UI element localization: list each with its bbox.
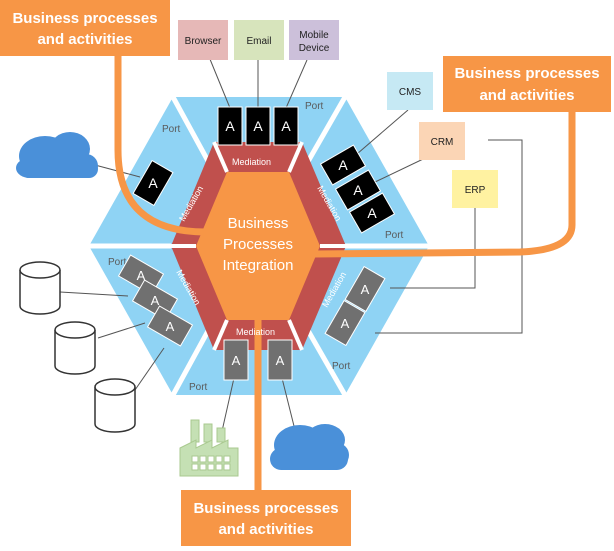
adapter: A	[132, 159, 174, 207]
port-label-top: Port	[305, 101, 324, 112]
adapter: A	[348, 192, 396, 234]
cloud-icon	[16, 132, 98, 178]
svg-text:A: A	[353, 182, 363, 198]
port-label-bottom: Port	[189, 382, 208, 393]
factory-icon	[179, 419, 239, 477]
svg-text:A: A	[276, 353, 285, 368]
mediation-separators	[171, 141, 346, 351]
process-flows	[114, 51, 576, 502]
system-cms: CMS	[387, 72, 433, 110]
svg-text:Device: Device	[299, 43, 330, 54]
svg-text:A: A	[253, 118, 263, 134]
adapter: A	[245, 106, 271, 146]
svg-text:CMS: CMS	[399, 87, 422, 98]
port-label-lower-right: Port	[332, 361, 351, 372]
adapter-group-lower-right: A A	[324, 265, 386, 347]
adapter-group-upper-right: A A A	[319, 144, 396, 234]
adapter: A	[334, 169, 382, 211]
callout-top-left: Business processes and activities	[0, 0, 170, 56]
adapter: A	[267, 339, 293, 381]
svg-text:A: A	[367, 205, 377, 221]
svg-text:Business processes: Business processes	[12, 10, 157, 27]
svg-text:and activities: and activities	[218, 521, 313, 538]
svg-text:and activities: and activities	[37, 31, 132, 48]
database-icon	[19, 261, 61, 315]
svg-text:A: A	[338, 157, 348, 173]
adapter: A	[146, 305, 194, 347]
svg-text:A: A	[148, 175, 158, 191]
adapter: A	[344, 265, 386, 313]
adapter: A	[324, 299, 366, 347]
adapter: A	[223, 339, 249, 381]
cloud-icon	[270, 424, 349, 470]
svg-text:Business processes: Business processes	[454, 65, 599, 82]
svg-text:Browser: Browser	[185, 36, 222, 47]
callout-bottom: Business processes and activities	[181, 490, 351, 546]
svg-text:A: A	[151, 293, 160, 308]
system-crm: CRM	[419, 122, 465, 160]
svg-text:Email: Email	[246, 36, 271, 47]
system-erp: ERP	[452, 170, 498, 208]
core-line-2: Processes	[223, 236, 293, 253]
port-label-upper-left: Port	[162, 124, 181, 135]
adapter-group-bottom: A A	[223, 339, 293, 381]
svg-text:A: A	[341, 316, 350, 331]
svg-text:ERP: ERP	[465, 185, 486, 196]
adapter: A	[273, 106, 299, 146]
svg-text:Mobile: Mobile	[299, 30, 329, 41]
svg-text:CRM: CRM	[431, 137, 454, 148]
adapter-group-lower-left: A A A	[117, 254, 194, 347]
port-label-upper-right: Port	[385, 230, 404, 241]
port-labels: Port Port Port Port Port Port	[108, 101, 404, 393]
svg-text:A: A	[361, 282, 370, 297]
adapter-group-upper-left: A	[132, 159, 174, 207]
core-line-3: Integration	[223, 257, 294, 274]
svg-text:and activities: and activities	[479, 87, 574, 104]
adapter: A	[217, 106, 243, 146]
core-hexagon	[196, 172, 320, 320]
core-label: Business Processes Integration	[223, 215, 294, 274]
mediation-label-top: Mediation	[232, 157, 271, 167]
system-browser: Browser	[178, 20, 228, 60]
port-label-lower-left: Port	[108, 257, 127, 268]
adapter: A	[319, 144, 367, 186]
svg-text:A: A	[137, 268, 146, 283]
database-icon	[54, 321, 96, 375]
system-mobile-device: Mobile Device	[289, 20, 339, 60]
adapter-group-top: A A A	[217, 106, 299, 146]
svg-text:A: A	[232, 353, 241, 368]
svg-text:A: A	[166, 319, 175, 334]
database-icon	[94, 378, 136, 433]
svg-text:A: A	[225, 118, 235, 134]
core-line-1: Business	[228, 215, 289, 232]
svg-text:A: A	[281, 118, 291, 134]
mediation-label-bottom: Mediation	[236, 327, 275, 337]
callout-top-right: Business processes and activities	[443, 56, 611, 112]
svg-text:Business processes: Business processes	[193, 500, 338, 517]
system-email: Email	[234, 20, 284, 60]
